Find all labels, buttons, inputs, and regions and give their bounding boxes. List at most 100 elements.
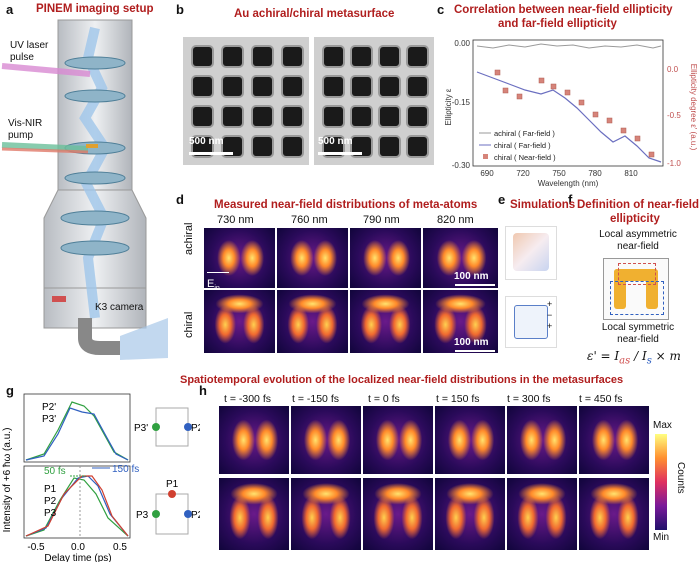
chiral-far-field-series [476,71,662,163]
colorbar-max: Max [653,420,672,431]
panel-letter-e: e [498,192,506,207]
time-map-achiral-4 [506,405,578,475]
panel-b-title: Au achiral/chiral metasurface [234,8,395,20]
ellipticity-definition-diagram [603,258,669,320]
scale-bar-label: 100 nm [454,271,489,282]
panel-letter-b: b [176,2,184,17]
p3-series [25,477,129,537]
k3-camera-label: K3 camera [95,302,144,313]
panel-f-title-line1: Definition of near-field [577,199,700,211]
colorbar-min: Min [653,532,670,543]
near-field-map-achiral-790 [349,227,422,289]
legend-p1: P1 [44,484,57,495]
point-p3 [152,510,160,518]
time-map-chiral-0 [218,477,290,551]
ellipticity-chart: 0.00 -0.15 -0.30 690 720 750 780 810 Wav… [444,39,698,188]
time-map-chiral-2 [362,477,434,551]
time-map-achiral-5 [578,405,650,475]
y-right-axis-label: Ellipticity degree ε' (a.u.) [689,64,698,151]
point-p1 [168,490,176,498]
p2-prime-series [25,407,129,461]
p1-series [25,475,129,537]
p2-series [25,475,129,537]
point-p3-prime [152,423,160,431]
scale-bar-label: 500 nm [189,136,224,147]
time-label: t = -150 fs [292,393,339,405]
time-label: t = 450 fs [579,393,623,405]
legend-p3: P3 [44,508,57,519]
panel-c-title-line2: and far-field ellipticity [498,18,617,30]
panel-letter-c: c [437,2,445,17]
x-axis-label: Wavelength (nm) [538,179,599,188]
time-label: t = 0 fs [368,393,400,405]
panel-c-title-line1: Correlation between near-field elliptici… [454,4,673,16]
pinem-setup-illustration [1,19,168,360]
y-axis-label: Ellipticity ε [444,88,453,125]
label-p3: P3 [136,510,149,521]
x-tick: 720 [516,169,530,178]
near-field-map-chiral-730 [203,289,276,354]
simulation-achiral [505,226,557,280]
label-p1: P1 [166,479,179,490]
panel-d-title: Measured near-field distributions of met… [214,199,478,211]
panel-f-title-line2: ellipticity [610,213,660,225]
panel-letter-f: f [568,192,573,207]
time-label: t = -300 fs [224,393,271,405]
panel-letter-h: h [199,383,207,398]
legend-p3-prime: P3' [42,414,56,425]
time-map-achiral-2 [362,405,434,475]
x-tick: 690 [480,169,494,178]
scale-bar [455,284,495,286]
time-map-achiral-3 [434,405,506,475]
y-axis-label: Intensity of +6 ħω (a.u.) [2,428,13,533]
near-field-map-achiral-820 [422,227,499,289]
legend-p2: P2 [44,496,57,507]
panel-h-title: Spatiotemporal evolution of the localize… [180,374,624,386]
x-axis-label: Delay time (ps) [44,553,111,562]
point-p2-prime [184,423,192,431]
panel-letter-a: a [6,2,14,17]
legend-p2-prime: P2' [42,402,56,413]
time-map-chiral-3 [434,477,506,551]
time-map-chiral-5 [578,477,650,551]
ellipticity-equation: ε' = Ias / Is × m [587,349,681,367]
time-label: t = 300 fs [507,393,551,405]
scale-bar [455,350,495,352]
y-right-tick: -0.5 [667,111,681,120]
time-map-achiral-0 [218,405,290,475]
scale-bar-label: 100 nm [454,337,489,348]
scale-bar-label: 500 nm [318,136,353,147]
p3-prime-series [25,401,129,461]
annotation-50fs: 50 fs [44,466,66,477]
near-field-map-achiral-730 [203,227,276,289]
label-p2-prime: P2' [191,423,200,434]
panel-letter-d: d [176,192,184,207]
chiral-near-field-series [494,69,655,158]
x-tick: 0.5 [113,542,127,553]
panel-letter-g: g [6,383,14,398]
time-label: t = 150 fs [436,393,480,405]
x-tick: 750 [552,169,566,178]
near-field-map-chiral-820 [422,289,499,354]
row-label-achiral: achiral [183,222,195,255]
x-tick: 780 [588,169,602,178]
intensity-vs-delay-chart: Intensity of +6 ħω (a.u.) P2' P3' 50 fs … [2,393,200,562]
y-right-tick: 0.0 [667,65,679,74]
x-tick: -0.5 [27,542,45,553]
field-vector-label: Ein [207,266,229,292]
time-map-chiral-1 [290,477,362,551]
point-p2 [184,510,192,518]
y-tick: -0.30 [452,161,471,170]
time-map-achiral-1 [290,405,362,475]
achiral-far-field-series [476,43,662,49]
near-field-map-chiral-790 [349,289,422,354]
x-tick: 810 [624,169,638,178]
y-tick: -0.15 [452,98,471,107]
wavelength-760: 760 nm [291,214,328,226]
label-p2: P2 [191,510,200,521]
colorbar [655,434,667,530]
annotation-150fs: 150 fs [112,464,139,475]
